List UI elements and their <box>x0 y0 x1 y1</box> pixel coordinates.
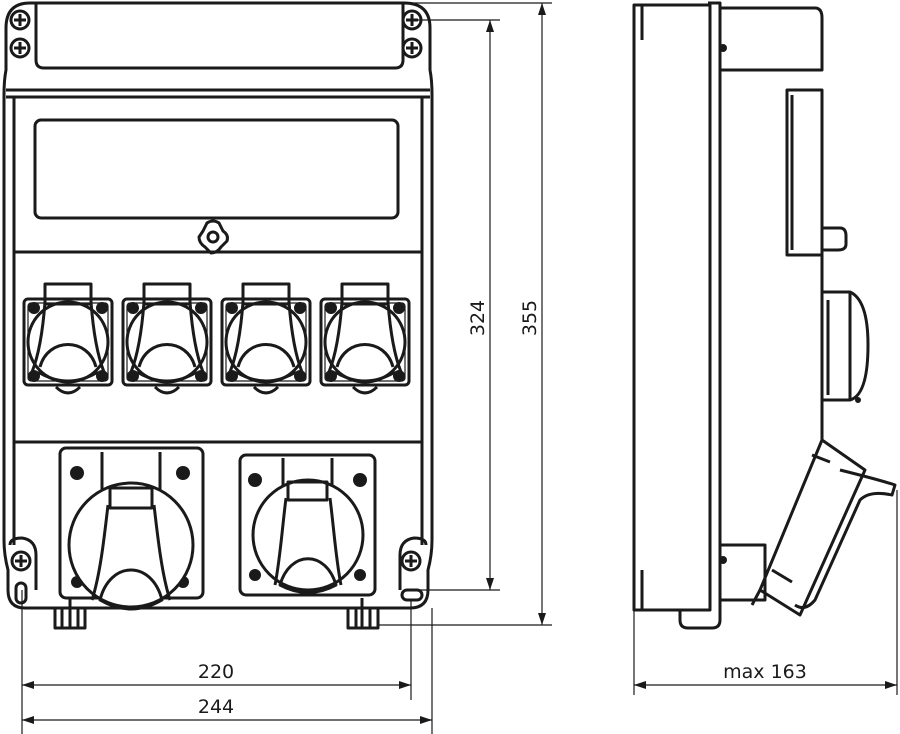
large-socket <box>238 453 377 597</box>
enclosure-outline <box>2 1 434 610</box>
dim-height-inner: 324 <box>467 300 489 336</box>
small-socket <box>121 282 213 395</box>
large-socket <box>58 446 205 611</box>
side-view <box>632 1 897 630</box>
dimensions-front: 220 244 324 355 <box>21 2 552 734</box>
small-socket <box>319 282 411 395</box>
dim-width-inner: 220 <box>198 661 234 683</box>
dim-height-outer: 355 <box>519 300 541 336</box>
lock-knob-icon <box>197 219 229 255</box>
dim-depth: max 163 <box>723 661 807 683</box>
lid <box>34 3 405 70</box>
inspection-window <box>33 118 400 220</box>
dim-width-outer: 244 <box>198 696 234 718</box>
small-socket <box>220 282 312 395</box>
front-view <box>2 1 434 630</box>
dimensions-side: max 163 <box>633 490 898 695</box>
small-socket <box>22 282 114 395</box>
